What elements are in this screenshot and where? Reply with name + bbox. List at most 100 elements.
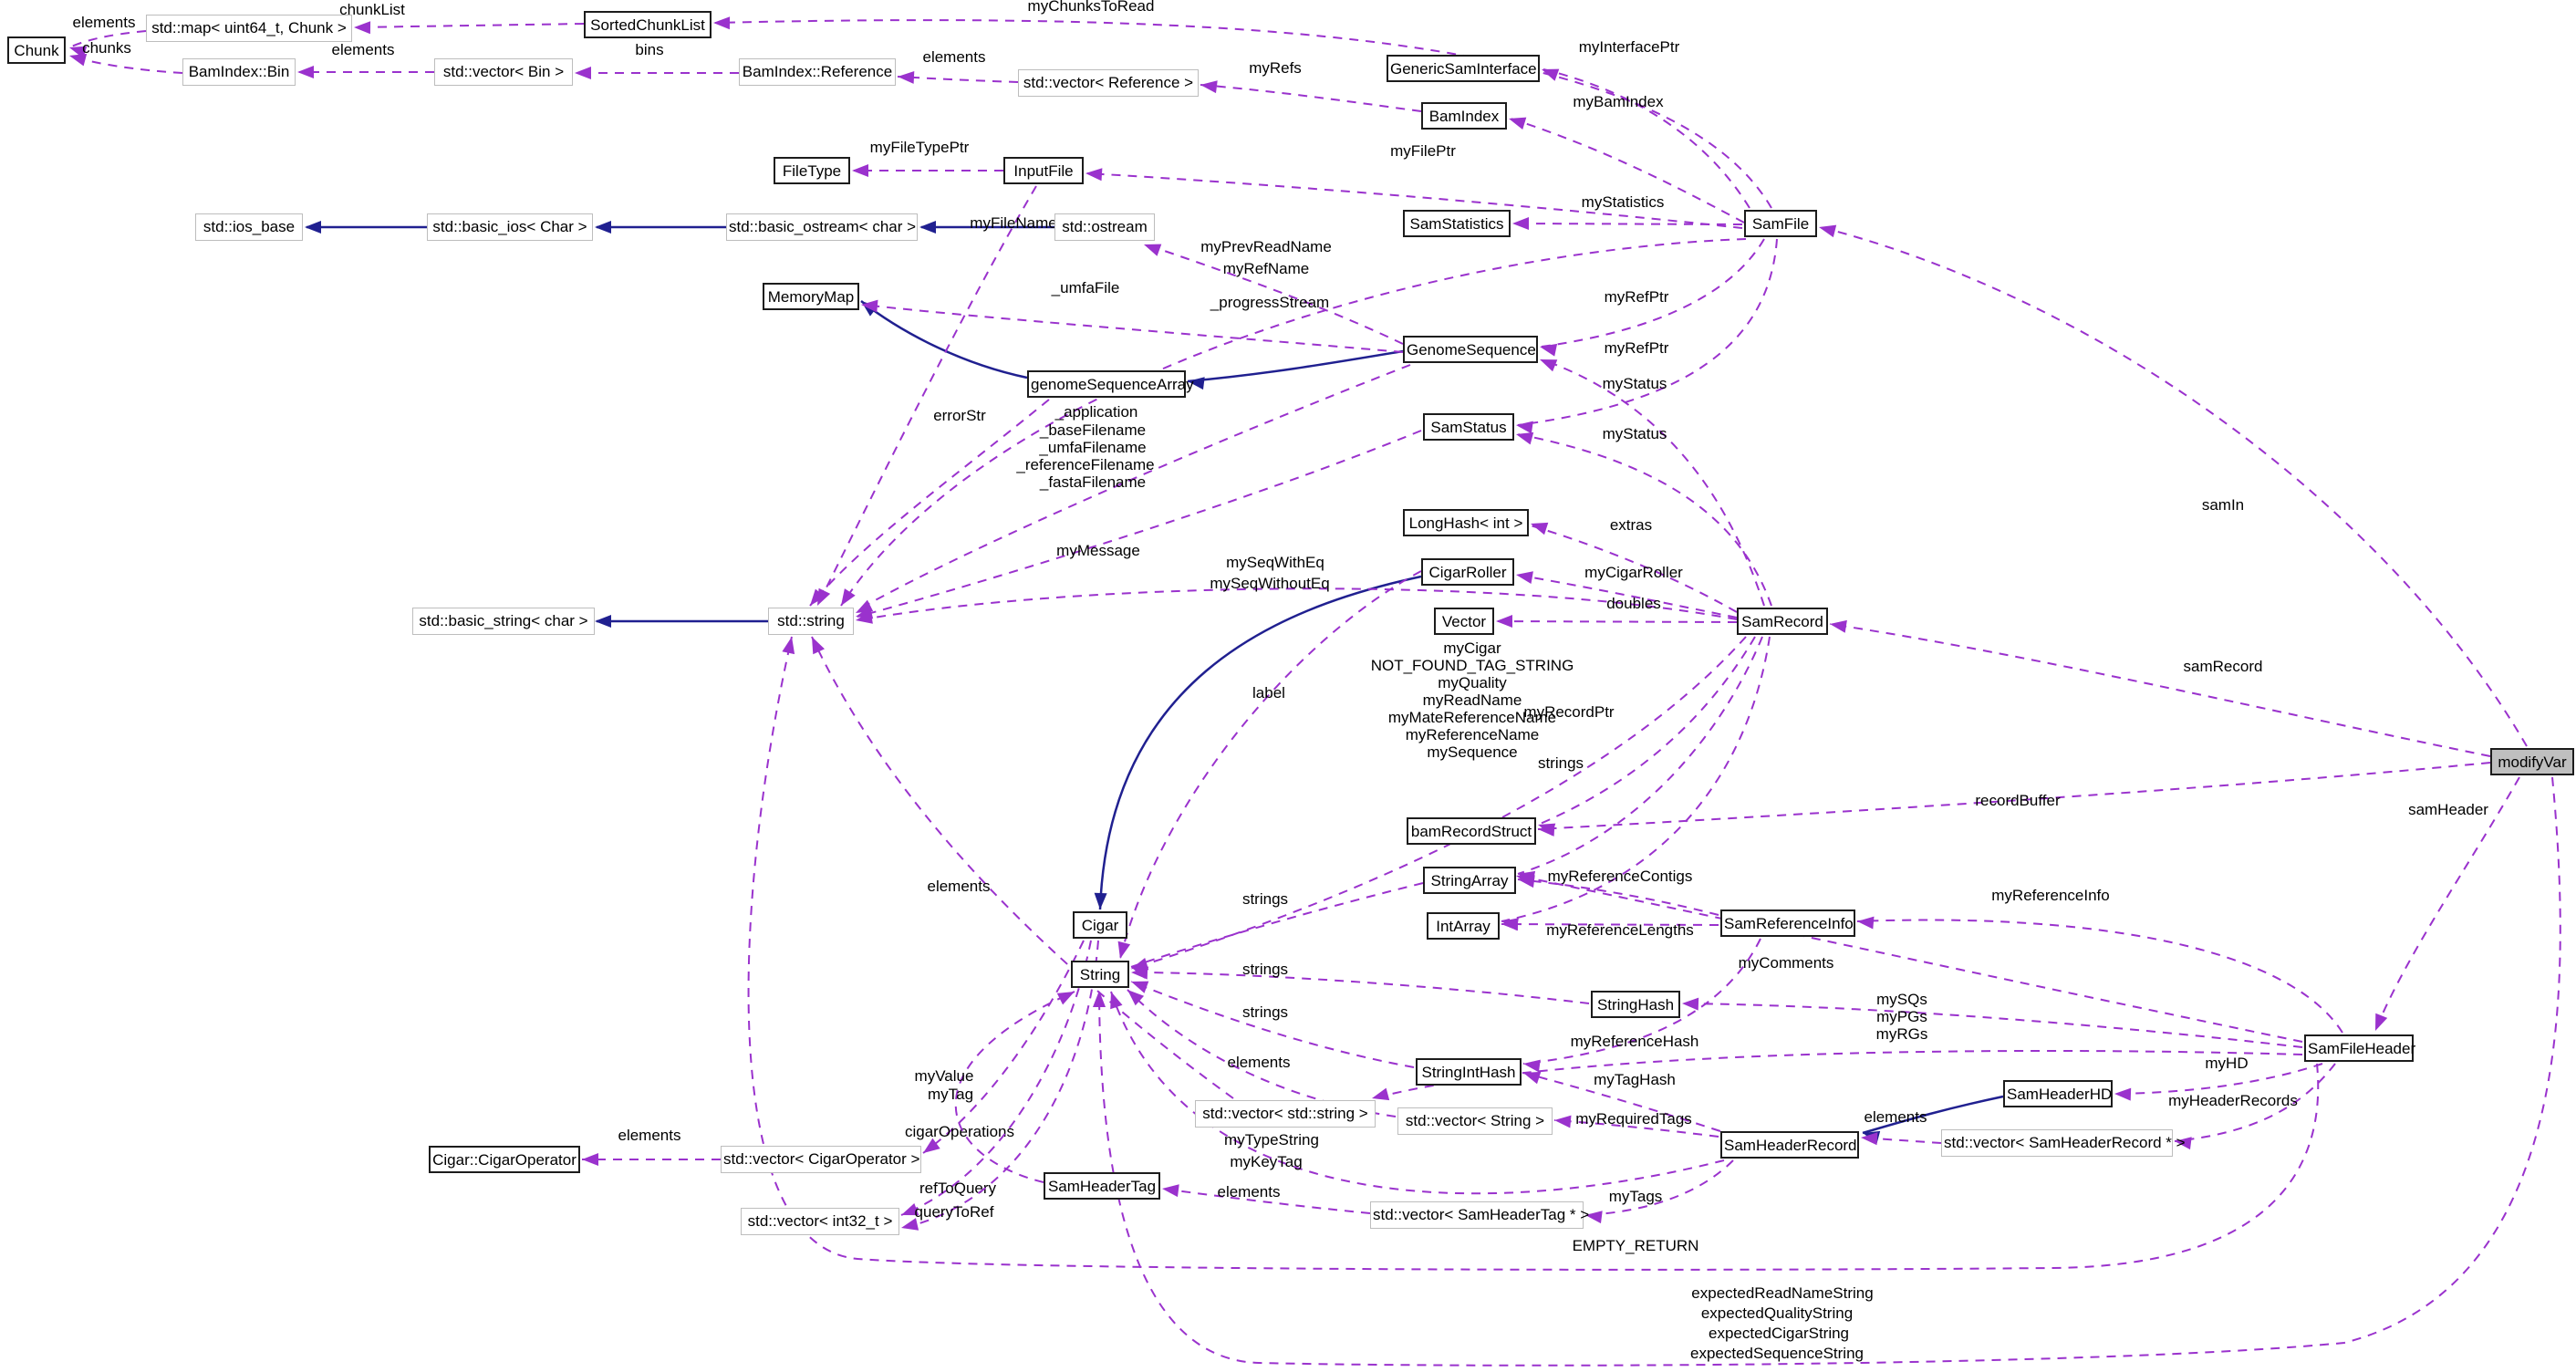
node-sam-file-header[interactable]: SamFileHeader (2304, 1034, 2415, 1062)
edge-label: samHeader (2408, 801, 2488, 818)
node-sam-record[interactable]: SamRecord (1737, 608, 1828, 635)
node-genome-sequence[interactable]: GenomeSequence (1403, 336, 1538, 363)
node-vector-std-string[interactable]: std::vector< std::string > (1195, 1100, 1376, 1128)
node-bam-index[interactable]: BamIndex (1421, 102, 1507, 130)
node-string-class[interactable]: String (1071, 961, 1129, 988)
arrowhead-sam-status (1516, 421, 1533, 434)
edge-cigar-roller-cigar (1098, 575, 1422, 910)
node-basic-ios[interactable]: std::basic_ios< Char > (427, 213, 593, 241)
node-bamindex-bin[interactable]: BamIndex::Bin (182, 58, 296, 86)
edge-label: _umfaFilename (1038, 439, 1146, 456)
edge-vector-reference-bamindex-reference (897, 76, 1019, 83)
edge-label: bins (635, 41, 663, 58)
arrowhead-ostream (1144, 244, 1162, 256)
edge-modify-var-sam-file (1820, 226, 2528, 747)
node-sorted-chunk-list[interactable]: SortedChunkList (584, 11, 712, 38)
node-file-type[interactable]: FileType (774, 157, 850, 184)
node-cigar[interactable]: Cigar (1073, 911, 1127, 939)
edge-label: refToQuery (919, 1180, 997, 1197)
node-sam-header-hd[interactable]: SamHeaderHD (2003, 1080, 2113, 1107)
node-ios-base[interactable]: std::ios_base (195, 213, 303, 241)
edge-input-file-std-string (816, 185, 1037, 607)
edge-label: queryToRef (915, 1203, 994, 1221)
node-sam-statistics[interactable]: SamStatistics (1403, 210, 1511, 237)
arrowhead-chunk (69, 53, 88, 67)
edge-label: samIn (2202, 496, 2244, 514)
arrowhead-sam-status (1516, 431, 1534, 445)
edge-label: myRGs (1876, 1025, 1928, 1043)
node-basic-ostream[interactable]: std::basic_ostream< char > (726, 213, 918, 241)
node-vector-reference[interactable]: std::vector< Reference > (1018, 69, 1199, 97)
node-sam-header-tag[interactable]: SamHeaderTag (1044, 1172, 1160, 1200)
node-cigar-operator[interactable]: Cigar::CigarOperator (429, 1146, 580, 1173)
edge-label: myHeaderRecords (2168, 1092, 2298, 1109)
edge-bamindex-bin-chunk (68, 55, 183, 74)
node-sam-header-record[interactable]: SamHeaderRecord (1720, 1131, 1859, 1159)
node-input-file[interactable]: InputFile (1003, 157, 1084, 184)
arrowhead-basic-ios (595, 221, 611, 234)
node-sam-status[interactable]: SamStatus (1423, 413, 1514, 441)
arrowhead-map-uint64-chunk (354, 21, 371, 35)
node-vector-class[interactable]: Vector (1434, 608, 1494, 635)
edge-label: strings (1242, 961, 1288, 978)
arrowhead-sam-reference-info (1857, 916, 1875, 930)
node-memory-map[interactable]: MemoryMap (763, 283, 859, 310)
arrowhead-string-class (1117, 941, 1131, 959)
node-std-string[interactable]: std::string (768, 608, 854, 635)
edge-sam-file-header-string-hash (1681, 1003, 2303, 1048)
node-long-hash-int[interactable]: LongHash< int > (1403, 509, 1529, 536)
node-map-uint64-chunk[interactable]: std::map< uint64_t, Chunk > (146, 15, 352, 42)
node-basic-string[interactable]: std::basic_string< char > (412, 608, 595, 635)
edge-label: myFileTypePtr (870, 139, 970, 156)
node-string-array[interactable]: StringArray (1423, 867, 1516, 894)
arrowhead-string-class (1127, 990, 1145, 1006)
arrowhead-vector-class (1496, 615, 1512, 628)
node-int-array[interactable]: IntArray (1427, 912, 1500, 940)
arrowhead-vector-reference (1200, 80, 1218, 94)
edge-sam-file-sam-status (1517, 238, 1778, 426)
edge-sam-header-tag-string-class (954, 991, 1075, 1183)
edge-sam-record-string-array (1517, 636, 1763, 875)
arrowhead-genome-sequence (1540, 343, 1558, 357)
node-string-hash[interactable]: StringHash (1591, 991, 1680, 1018)
edge-cigar-vector-int32 (902, 940, 1099, 1229)
edge-string-hash-string-class (1130, 972, 1590, 1004)
arrowhead-vector-cigar-operator (923, 1138, 940, 1153)
arrowhead-sam-statistics (1512, 217, 1529, 230)
edge-sam-record-std-string (857, 587, 1738, 621)
node-cigar-roller[interactable]: CigarRoller (1421, 558, 1514, 586)
node-vector-sam-header-tag[interactable]: std::vector< SamHeaderTag * > (1370, 1201, 1589, 1229)
edge-label: myFileName (970, 214, 1056, 232)
edge-label: myReferenceLengths (1546, 921, 1694, 939)
arrowhead-vector-bin (575, 67, 591, 79)
node-vector-sam-header-record[interactable]: std::vector< SamHeaderRecord * > (1941, 1129, 2186, 1157)
node-sam-reference-info[interactable]: SamReferenceInfo (1720, 909, 1855, 937)
node-vector-cigar-operator[interactable]: std::vector< CigarOperator > (721, 1146, 921, 1173)
edge-sam-file-header-sam-reference-info (1856, 919, 2343, 1034)
edge-label: _baseFilename (1039, 421, 1146, 439)
arrowhead-std-string (841, 588, 856, 606)
edge-label: expectedCigarString (1709, 1325, 1849, 1342)
edge-sam-file-genome-sequence (1541, 238, 1765, 348)
node-bamindex-reference[interactable]: BamIndex::Reference (739, 58, 896, 86)
node-generic-sam-interface[interactable]: GenericSamInterface (1387, 55, 1540, 82)
arrowhead-vector-string (1554, 1115, 1572, 1128)
node-genome-sequence-array[interactable]: genomeSequenceArray (1027, 370, 1194, 398)
arrowhead-vector-int32 (901, 1218, 919, 1231)
edge-label: chunks (82, 39, 131, 57)
node-vector-bin[interactable]: std::vector< Bin > (434, 58, 573, 86)
node-vector-int32[interactable]: std::vector< int32_t > (741, 1208, 899, 1235)
node-bam-record-struct[interactable]: bamRecordStruct (1407, 817, 1536, 845)
node-string-int-hash[interactable]: StringIntHash (1416, 1058, 1522, 1086)
node-ostream[interactable]: std::ostream (1054, 213, 1155, 241)
edge-sam-record-vector-class (1495, 620, 1738, 623)
edge-map-uint64-chunk-chunk (68, 30, 147, 48)
edge-label: expectedReadNameString (1691, 1284, 1873, 1302)
node-chunk[interactable]: Chunk (7, 36, 66, 64)
edge-label: myTagHash (1594, 1071, 1676, 1088)
node-sam-file[interactable]: SamFile (1744, 210, 1817, 237)
node-vector-string[interactable]: std::vector< String > (1397, 1107, 1553, 1135)
edge-sam-file-header-std-string (747, 636, 2320, 1271)
edge-sam-file-sam-statistics (1513, 223, 1743, 225)
